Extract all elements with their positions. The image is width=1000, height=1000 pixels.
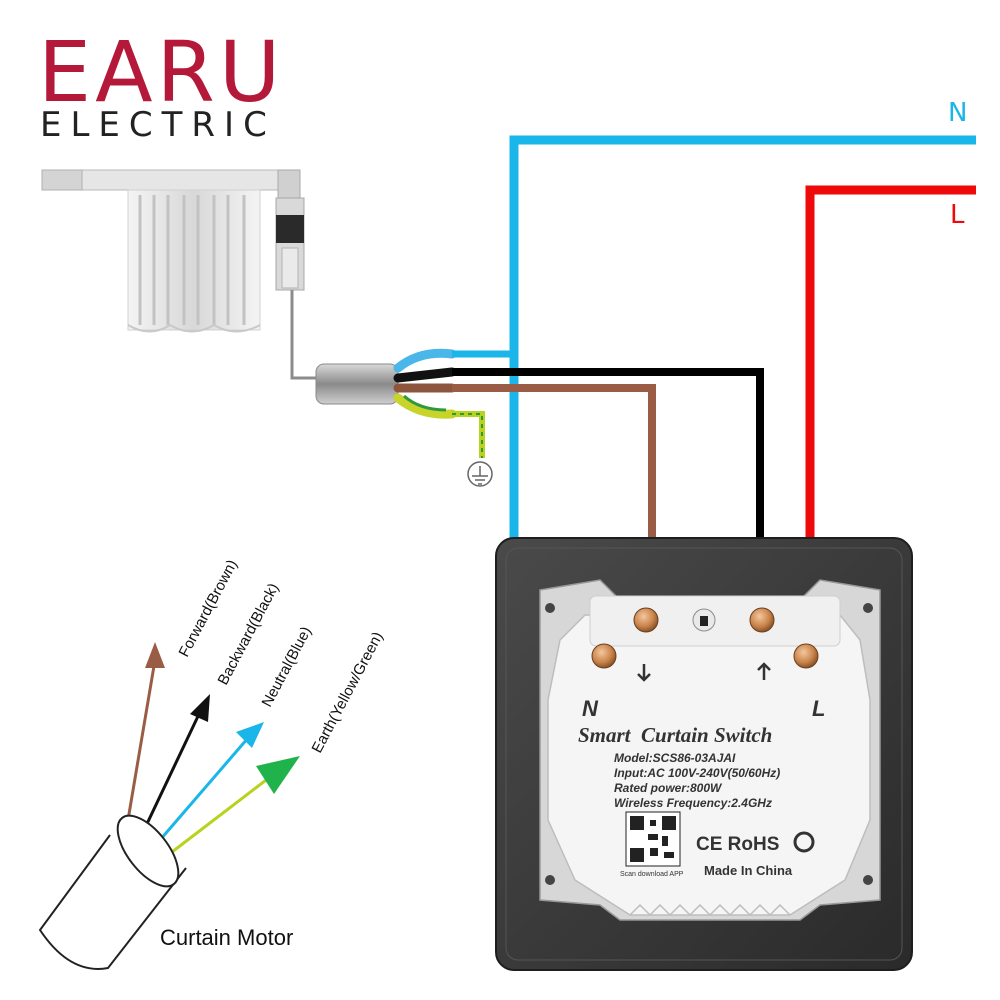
legend-arrows [126,642,300,854]
legend-backward: Backward(Black) [215,581,283,688]
neutral-arrowhead [236,722,264,748]
up-arrow-icon [757,662,771,680]
recycle-icon [793,831,815,853]
switch-power: Rated power:800W [614,781,723,795]
switch-scan-text: Scan download APP [620,871,684,878]
terminal-l-label: L [812,696,825,721]
neutral-line-label: N [948,98,968,128]
switch-input: Input:AC 100V-240V(50/60Hz) [614,766,780,780]
legend-neutral: Neutral(Blue) [259,624,315,710]
switch-certifications: CE RoHS [696,834,779,855]
earth-arrow [171,772,275,854]
live-line-label: L [950,200,965,230]
curtain-illustration [41,169,301,333]
switch-wireless: Wireless Frequency:2.4GHz [614,796,772,810]
down-arrow-icon [637,664,651,682]
forward-arrow [126,659,157,821]
neutral-arrow [158,737,250,841]
switch-title: Smart Curtain Switch [578,723,772,747]
brand-logo-tagline: ELECTRIC [40,105,276,145]
earth-arrowhead [256,756,300,794]
live-wire [805,185,976,655]
terminal-n-label: N [582,696,599,721]
forward-arrowhead [145,642,165,668]
legend-earth: Earth(Yellow/Green) [309,629,387,756]
brand-logo-name: EARU [38,23,285,121]
smart-switch [495,537,913,971]
backward-arrow [143,711,202,829]
switch-made-in: Made In China [704,863,793,878]
earth-wire [452,411,493,487]
curtain-motor-cylinder [38,814,187,970]
switch-model: Model:SCS86-03AJAI [614,751,736,765]
curtain-motor-body [275,197,320,380]
curtain-motor-label: Curtain Motor [160,925,294,950]
backward-arrowhead [190,694,210,722]
qr-code-icon [625,811,681,867]
motor-cable [315,348,457,419]
legend-forward: Forward(Brown) [176,557,241,660]
